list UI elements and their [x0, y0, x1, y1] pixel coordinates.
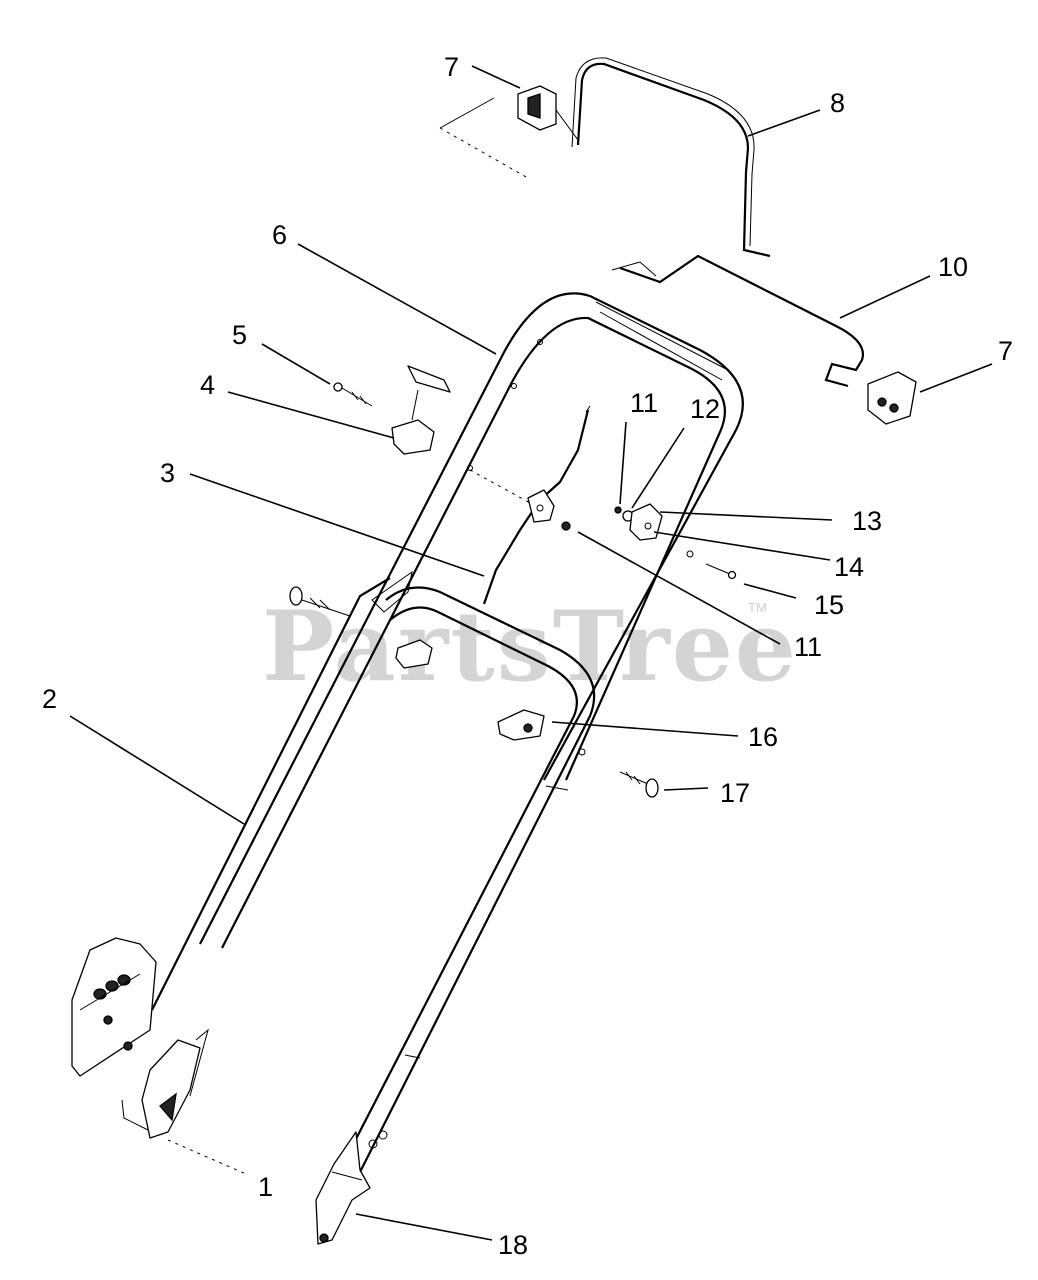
part-7-top-bracket	[517, 85, 579, 141]
callout-13: 13	[852, 506, 882, 536]
callout-15: 15	[814, 590, 844, 620]
callout-10: 10	[938, 252, 968, 282]
leader-top-left	[439, 97, 495, 129]
part-7-right-bracket	[867, 371, 917, 425]
part-16-knob-right	[497, 709, 586, 756]
part-2-lower-handle	[151, 570, 596, 1181]
part-16-knob-left	[289, 586, 433, 669]
callout-2: 2	[42, 684, 57, 714]
callout-4: 4	[200, 370, 215, 400]
part-5-screw	[333, 382, 373, 407]
callout-5: 5	[232, 320, 247, 350]
watermark-trademark: TM	[748, 600, 767, 615]
part-6-upper-handle	[199, 292, 744, 949]
callout-3: 3	[160, 458, 175, 488]
callout-8: 8	[830, 88, 845, 118]
part-17-bolt	[619, 771, 659, 798]
part-1-mounting-bracket	[71, 937, 247, 1175]
part-11-nut	[561, 506, 622, 531]
part-10-lower-bail	[611, 254, 865, 388]
callout-11-bottom: 11	[794, 632, 822, 662]
leader-top-dashed	[439, 127, 529, 179]
callout-1: 1	[258, 1172, 273, 1202]
leader-lines	[69, 65, 993, 1241]
callout-18: 18	[498, 1230, 528, 1260]
callout-11-top: 11	[630, 388, 658, 418]
callout-7-top: 7	[444, 52, 459, 82]
part-4-cable-adjuster	[391, 365, 451, 455]
watermark: PartsTree	[262, 590, 798, 703]
part-8-upper-bail	[571, 57, 771, 258]
callout-12: 12	[690, 394, 720, 424]
callout-labels: 7 8 6 10 7 5 4 11 12 3 13 14 15 11 2 16 …	[42, 52, 1013, 1260]
callout-6: 6	[272, 220, 287, 250]
part-18-lower-clip	[315, 1131, 371, 1245]
callout-17: 17	[720, 778, 750, 808]
part-13-14-bracket	[629, 503, 663, 541]
part-15-screw	[686, 550, 737, 580]
callout-7-right: 7	[998, 336, 1013, 366]
callout-14: 14	[834, 552, 864, 582]
callout-16: 16	[748, 722, 778, 752]
part-cable-clip	[527, 489, 555, 523]
